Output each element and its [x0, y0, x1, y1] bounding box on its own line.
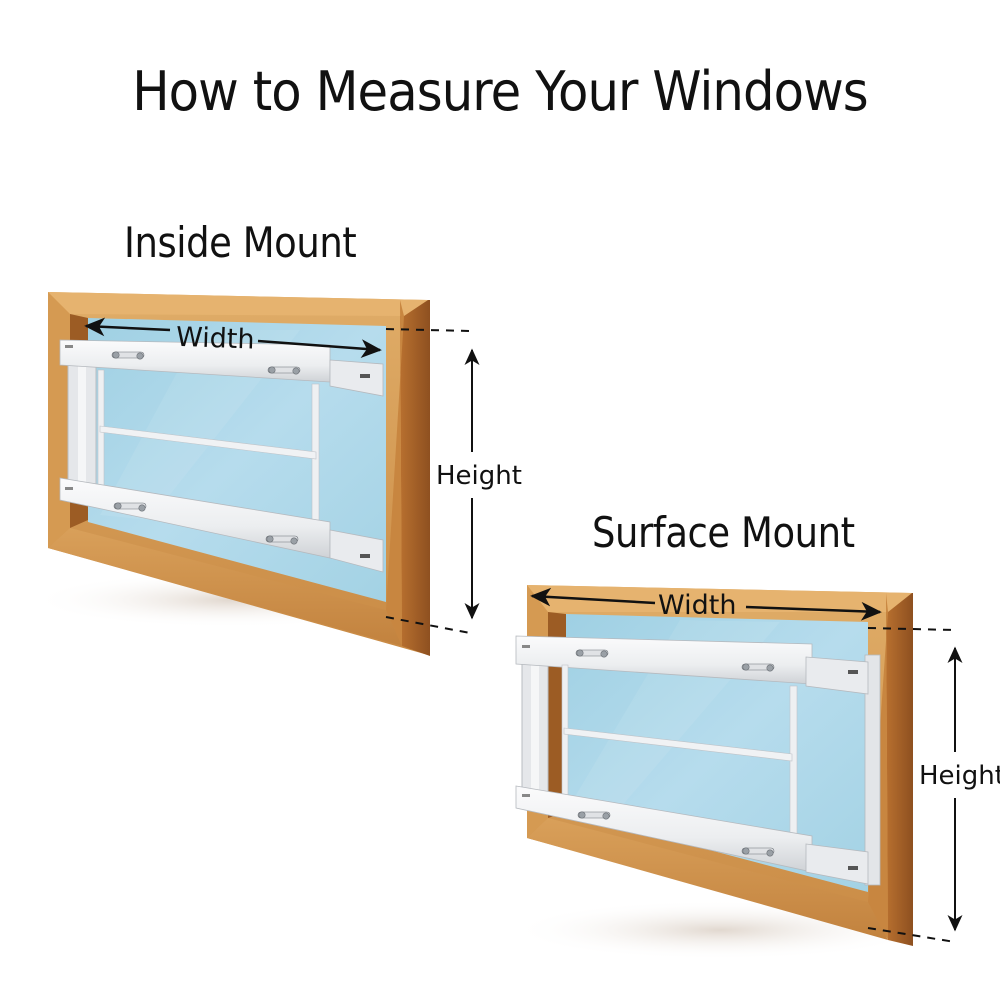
- width-arrow-right: [745, 601, 882, 621]
- width-arrow-right: [257, 339, 382, 358]
- surface-height-label: Height: [919, 761, 1000, 791]
- width-arrow-left: [530, 587, 656, 607]
- width-arrow-left: [84, 317, 171, 337]
- inside-mount-label: Inside Mount: [124, 218, 357, 267]
- inside-height-label: Height: [436, 461, 522, 491]
- surface-width-label: Width: [658, 590, 736, 621]
- inside-width-label: Width: [176, 322, 255, 356]
- page-title: How to Measure Your Windows: [132, 60, 868, 123]
- inside-mount-window: Width Height: [30, 292, 522, 656]
- surface-mount-label: Surface Mount: [592, 508, 855, 557]
- surface-mount-window: Width Height: [510, 585, 1000, 960]
